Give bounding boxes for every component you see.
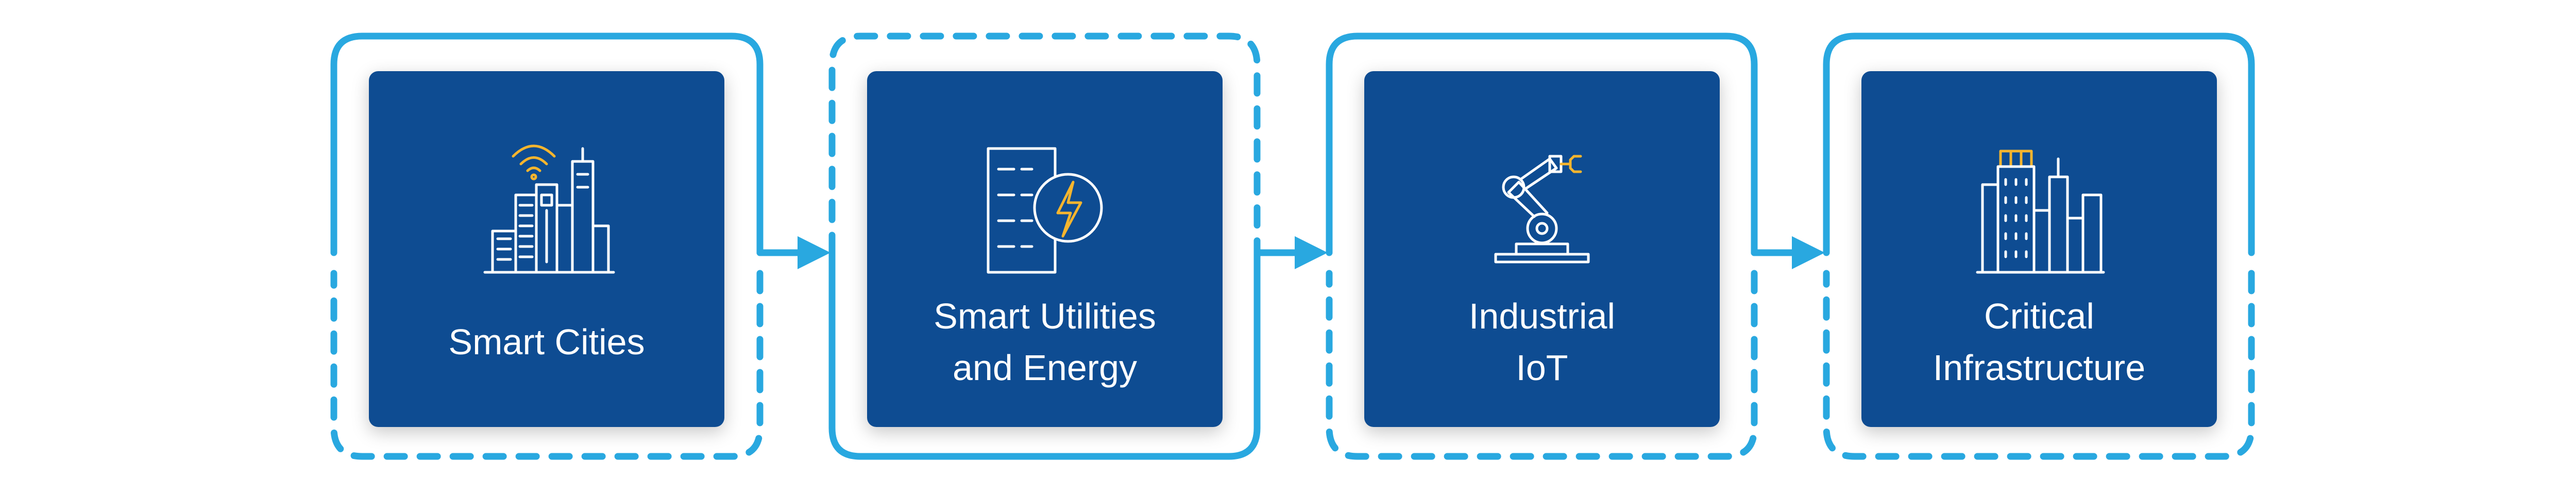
frame-1-dashed xyxy=(330,270,764,460)
stage-label: Critical Infrastructure xyxy=(1933,296,2146,388)
arrowhead-2 xyxy=(1295,236,1328,269)
frame-4-solid xyxy=(1823,32,2255,256)
stage-label: Smart Utilities and Energy xyxy=(934,296,1156,388)
energy-meter-icon xyxy=(987,147,1103,274)
frame-3-solid xyxy=(1326,32,1758,256)
smart-city-icon xyxy=(483,144,615,274)
frame-4-dashed xyxy=(1823,270,2255,460)
frame-2-solid xyxy=(828,249,1261,460)
frame-1-solid xyxy=(330,32,764,256)
stage-label: Industrial IoT xyxy=(1468,296,1616,388)
robotic-arm-icon xyxy=(1494,155,1590,264)
stage-smart-utilities-energy: Smart Utilities and Energy xyxy=(867,71,1223,427)
buildings-icon xyxy=(1976,150,2105,274)
stage-label: Smart Cities xyxy=(448,322,645,362)
frame-2-dashed xyxy=(828,32,1261,256)
arrowhead-3 xyxy=(1792,236,1825,269)
frame-3-dashed xyxy=(1326,270,1758,460)
arrowhead-1 xyxy=(798,236,831,269)
stage-smart-cities: Smart Cities xyxy=(369,71,724,427)
stage-critical-infrastructure: Critical Infrastructure xyxy=(1861,71,2217,427)
stage-industrial-iot: Industrial IoT xyxy=(1364,71,1720,427)
